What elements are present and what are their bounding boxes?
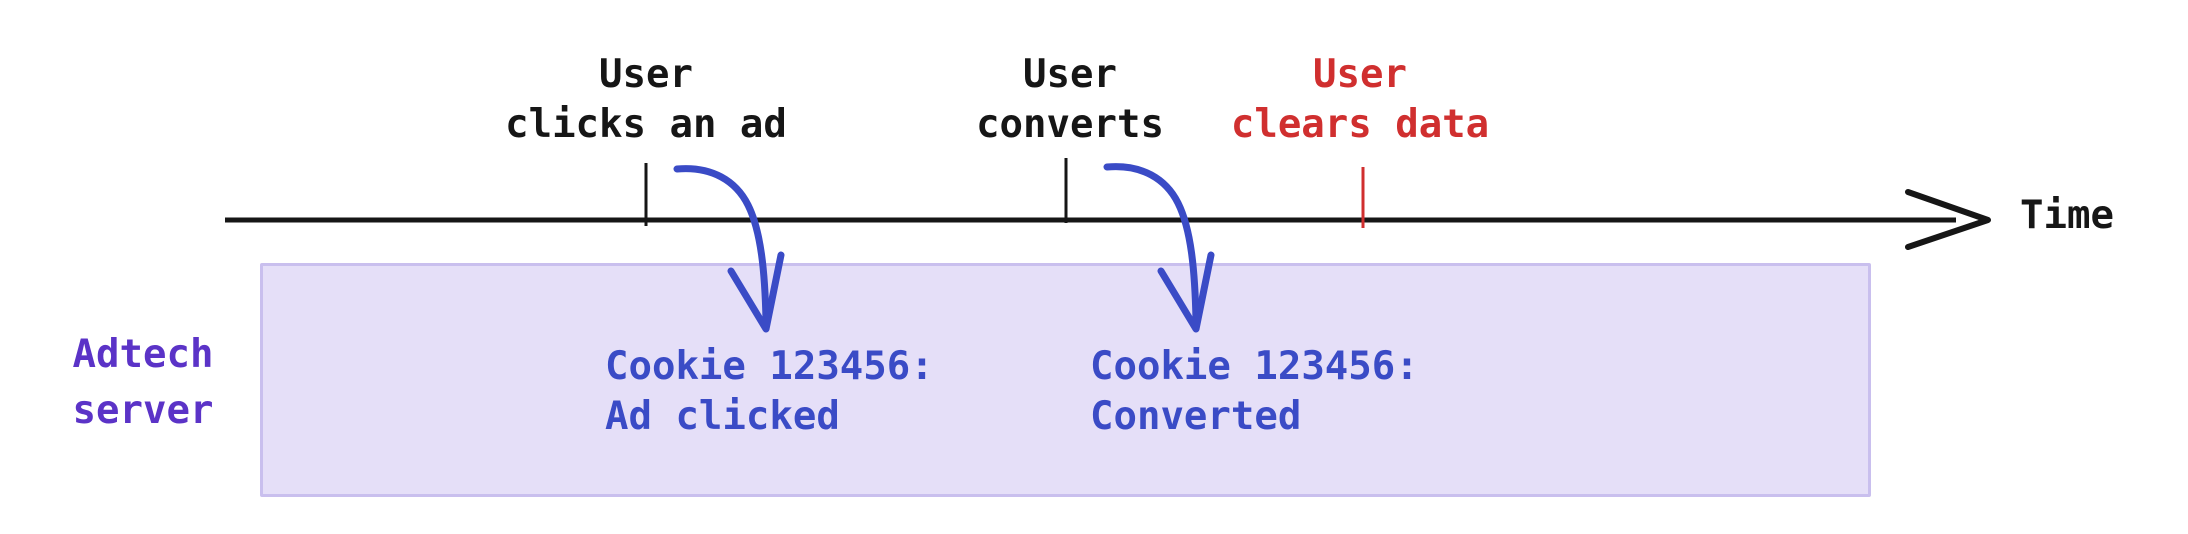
adtech-server-label-line: Adtech — [72, 332, 214, 377]
cookie-record-converted: Cookie 123456: Converted — [1090, 342, 1419, 442]
time-axis-label: Time — [2020, 193, 2114, 238]
cookie-record-line: Converted — [1090, 394, 1302, 439]
event-label-line: User — [599, 52, 693, 97]
event-label-user-clears-data: User clears data — [1231, 50, 1489, 150]
curved-arrowhead-click-icon — [727, 251, 785, 333]
event-label-user-clicks-ad: User clicks an ad — [505, 50, 787, 150]
event-label-line: clears data — [1230, 102, 1490, 147]
adtech-server-label-line: server — [72, 388, 214, 433]
timeline-arrowhead-icon — [1905, 189, 1991, 250]
event-label-line: converts — [976, 102, 1164, 147]
cookie-record-ad-clicked: Cookie 123456: Ad clicked — [605, 342, 934, 442]
event-label-line: clicks an ad — [505, 102, 787, 147]
cookie-record-line: Cookie 123456: — [605, 344, 934, 389]
curved-arrow-convert-to-cookie — [1103, 163, 1200, 325]
curved-arrow-click-to-cookie — [673, 165, 770, 325]
cookie-record-line: Ad clicked — [605, 394, 840, 439]
event-label-line: User — [1313, 52, 1407, 97]
event-label-user-converts: User converts — [976, 50, 1164, 150]
adtech-server-box — [260, 263, 1871, 497]
adtech-server-label: Adtech server — [73, 327, 214, 439]
event-label-line: User — [1023, 52, 1117, 97]
cookie-record-line: Cookie 123456: — [1090, 344, 1419, 389]
curved-arrowhead-convert-icon — [1157, 251, 1215, 333]
